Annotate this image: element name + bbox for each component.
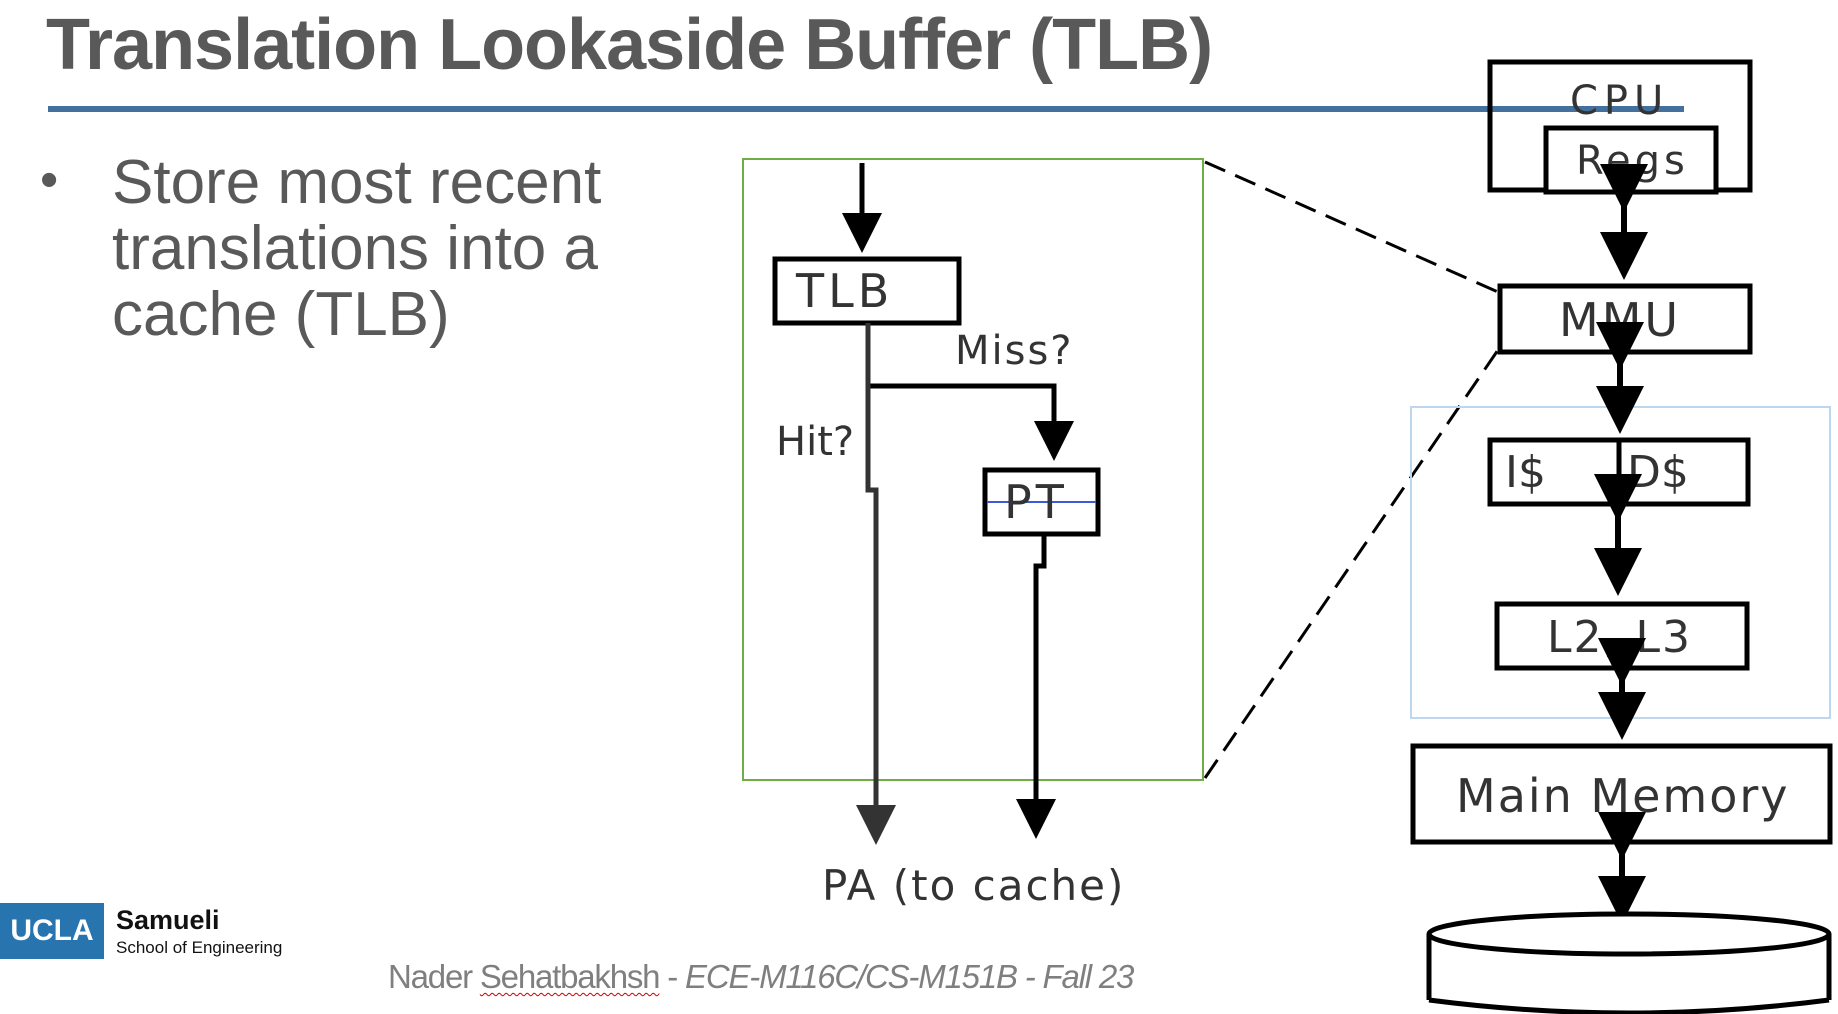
miss-label: Miss? — [955, 328, 1074, 374]
main-memory-label: Main Memory — [1456, 769, 1790, 823]
bullet-line: translations into a — [112, 214, 598, 283]
dcache-label: D$ — [1627, 447, 1689, 498]
cpu-label: CPU — [1570, 78, 1669, 124]
tlb-box — [772, 256, 962, 326]
miss-path — [866, 383, 1074, 461]
icache-label: I$ — [1505, 447, 1546, 498]
disk-cylinder — [1426, 934, 1832, 1014]
tlb-label: TLB — [795, 264, 893, 318]
ucla-logo: UCLA — [0, 903, 104, 959]
regs-label: Regs — [1576, 138, 1689, 184]
pt-label: PT — [1004, 475, 1068, 529]
footer: Nader Sehatbakhsh - ECE-M116C/CS-M151B -… — [388, 958, 1134, 996]
bullet-line: cache (TLB) — [112, 280, 450, 349]
zoom-frame — [742, 158, 1204, 781]
disk-top — [1426, 911, 1832, 957]
zoom-connector-bottom — [1203, 349, 1500, 779]
hit-path — [856, 323, 896, 845]
mmu-label: MMU — [1559, 293, 1681, 347]
pt-output-path — [1016, 534, 1056, 839]
bullet-line: Store most recent — [112, 148, 602, 217]
school-subtitle: School of Engineering — [116, 938, 283, 957]
bullet-point: Store most recent translations into a ca… — [112, 150, 672, 348]
pa-label: PA (to cache) — [822, 861, 1125, 910]
title-underline — [48, 106, 1684, 112]
footer-author-first: Nader — [388, 958, 473, 995]
hit-label: Hit? — [776, 419, 854, 465]
footer-separator: - — [659, 958, 686, 995]
slide-title: Translation Lookaside Buffer (TLB) — [46, 5, 1213, 85]
samueli-name: Samueli — [116, 905, 220, 935]
footer-course: ECE-M116C/CS-M151B - Fall 23 — [685, 958, 1134, 995]
footer-author-last: Sehatbakhsh — [479, 958, 661, 995]
l2l3-label: L2, L3 — [1547, 612, 1692, 663]
zoom-connector-top — [1204, 160, 1499, 294]
bullet-marker: • — [40, 151, 59, 209]
